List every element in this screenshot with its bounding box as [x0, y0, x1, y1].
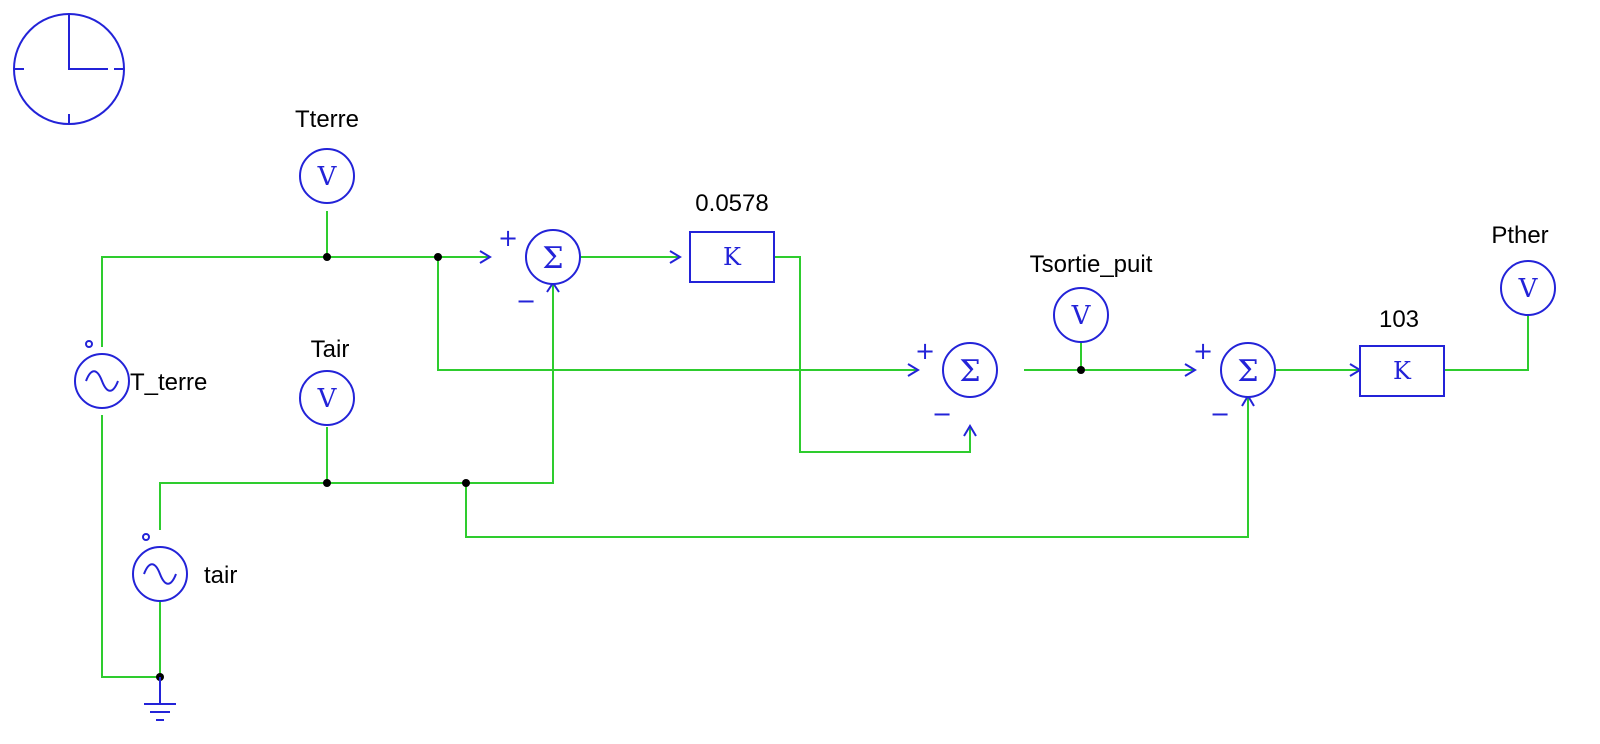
source-tair[interactable]: tair	[132, 533, 237, 602]
source-t-terre[interactable]: T_terre	[74, 340, 207, 409]
summer-2[interactable]: Σ + −	[915, 337, 998, 428]
arrow-icon	[1184, 363, 1197, 377]
sigma-symbol: Σ	[1237, 354, 1258, 389]
plus-sign: +	[1193, 337, 1213, 365]
plus-sign: +	[498, 224, 518, 252]
probe-symbol: V	[1518, 274, 1539, 304]
ground-icon[interactable]	[144, 677, 176, 721]
wire-tair-branch	[465, 396, 1249, 538]
probe-symbol: V	[317, 384, 338, 414]
probe-label: Pther	[1491, 222, 1548, 249]
probe-tterre[interactable]: V Tterre	[295, 106, 359, 204]
junction-dot	[1077, 366, 1085, 374]
gain-icon	[689, 231, 775, 283]
minus-sign: −	[1210, 400, 1230, 428]
probe-pther[interactable]: V Pther	[1491, 222, 1556, 316]
wire-top-bus	[101, 256, 490, 347]
minus-sign: −	[932, 400, 952, 428]
wire-tterre-branch	[437, 257, 918, 371]
wire-tterre-return	[101, 415, 160, 678]
voltmeter-icon	[1500, 260, 1556, 316]
wire-tair-bus	[159, 283, 554, 530]
junction-dot	[323, 253, 331, 261]
plus-sign: +	[915, 337, 935, 365]
summer-icon	[942, 342, 998, 398]
junction-dot	[434, 253, 442, 261]
voltmeter-icon	[1053, 287, 1109, 343]
sigma-symbol: Σ	[959, 354, 980, 389]
junction-dot	[462, 479, 470, 487]
probe-tsortie-puit[interactable]: V Tsortie_puit	[1030, 251, 1153, 343]
summer-icon	[1220, 342, 1276, 398]
summer-1[interactable]: Σ + −	[498, 224, 581, 315]
voltmeter-icon	[299, 148, 355, 204]
gain-symbol: K	[723, 243, 742, 271]
probe-label: Tair	[311, 336, 350, 363]
wires	[101, 211, 1529, 700]
summer-icon	[525, 229, 581, 285]
gain-value: 103	[1379, 306, 1419, 333]
voltmeter-icon	[299, 370, 355, 426]
wire-gain2-out	[1442, 313, 1529, 371]
arrow-icon	[963, 424, 977, 437]
probe-tair[interactable]: V Tair	[299, 336, 355, 426]
probe-label: Tsortie_puit	[1030, 251, 1153, 278]
arrow-icon	[669, 250, 682, 264]
source-label: T_terre	[130, 369, 207, 396]
junctions	[156, 253, 1085, 681]
clock-icon[interactable]	[13, 13, 125, 125]
probe-label: Tterre	[295, 106, 359, 133]
gain-block-2[interactable]: K 103	[1359, 306, 1445, 397]
minus-sign: −	[516, 287, 536, 315]
arrow-icon	[479, 250, 492, 264]
gain-symbol: K	[1393, 357, 1412, 385]
gain-value: 0.0578	[695, 190, 768, 217]
gain-icon	[1359, 345, 1445, 397]
wire-gain1-out	[774, 256, 971, 453]
sigma-symbol: Σ	[542, 241, 563, 276]
probe-symbol: V	[1071, 301, 1092, 331]
summer-3[interactable]: Σ + −	[1193, 337, 1276, 428]
gain-block-1[interactable]: K 0.0578	[689, 190, 775, 283]
junction-dot	[323, 479, 331, 487]
probe-symbol: V	[317, 162, 338, 192]
source-label: tair	[204, 562, 237, 589]
arrow-icon	[907, 363, 920, 377]
